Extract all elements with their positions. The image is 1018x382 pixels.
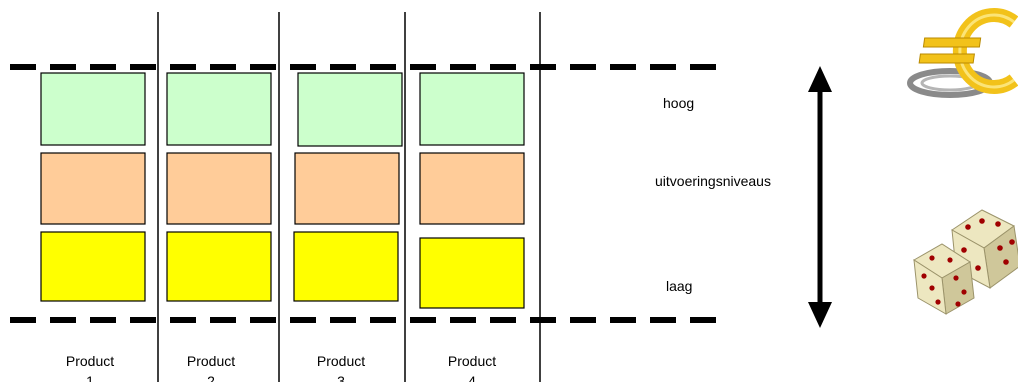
level-high-box	[40, 72, 146, 146]
level-low-box	[40, 231, 146, 302]
level-low-box	[419, 237, 525, 309]
level-low-label: laag	[666, 278, 692, 294]
level-mid-box	[294, 152, 400, 225]
product-label-4: Product	[448, 353, 496, 369]
level-low-box	[293, 231, 399, 302]
product-label-3: Product	[317, 353, 365, 369]
level-high-box	[297, 72, 403, 147]
product-column-4	[419, 72, 525, 309]
product-label-2: Product	[187, 353, 235, 369]
level-high-label: hoog	[663, 95, 694, 111]
product-label-1: Product	[66, 353, 114, 369]
product-column-3	[293, 72, 403, 302]
level-mid-box	[166, 152, 272, 225]
product-labels: Product 1 Product 2 Product 3 Product 4	[66, 353, 496, 382]
level-mid-box	[40, 152, 146, 225]
product-column-1	[40, 72, 146, 302]
level-low-box	[166, 231, 272, 302]
level-high-box	[166, 72, 272, 146]
double-arrow-icon	[808, 66, 832, 328]
level-mid-box	[419, 152, 525, 225]
level-high-box	[419, 72, 525, 146]
euro-coin-icon	[907, 8, 1018, 98]
product-column-2	[166, 72, 272, 302]
product-number-4: 4	[468, 373, 476, 382]
product-number-1: 1	[86, 373, 94, 382]
product-number-2: 2	[207, 373, 215, 382]
product-number-3: 3	[337, 373, 345, 382]
level-axis-label: uitvoeringsniveaus	[655, 173, 771, 189]
dice-icon	[913, 209, 1018, 315]
